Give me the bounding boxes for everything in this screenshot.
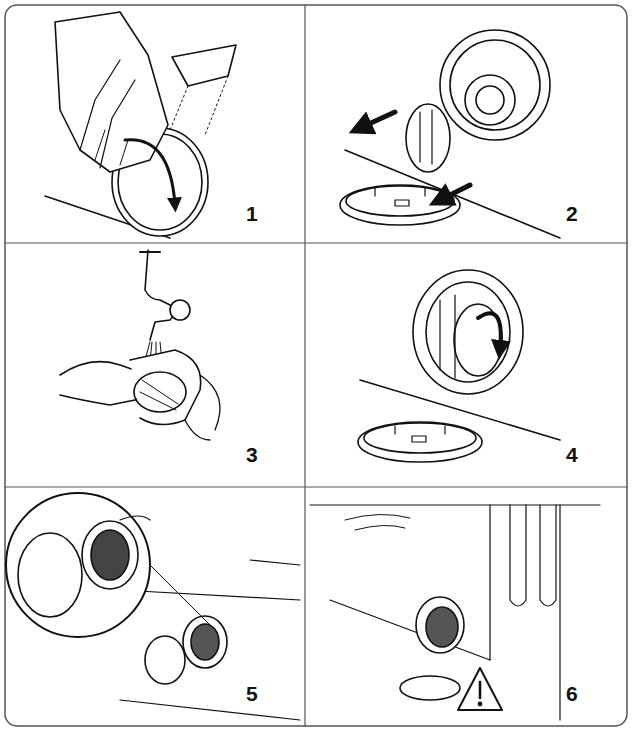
callout-number: 4: [566, 444, 578, 465]
panel-5-art: [6, 493, 300, 720]
panel-dividers: [5, 5, 627, 726]
panel-6-art: [310, 505, 600, 720]
panel-2-art: [340, 30, 560, 238]
callout-number: 1: [246, 203, 258, 224]
frame: [5, 5, 627, 726]
callout-number: 2: [566, 203, 578, 224]
callout-number: 5: [246, 683, 258, 704]
panel-4-art: [358, 270, 560, 462]
panel-3-art: [60, 250, 220, 440]
panel-1-art: [45, 12, 236, 238]
callout-number: 3: [246, 444, 258, 465]
callout-number: 6: [566, 683, 578, 704]
